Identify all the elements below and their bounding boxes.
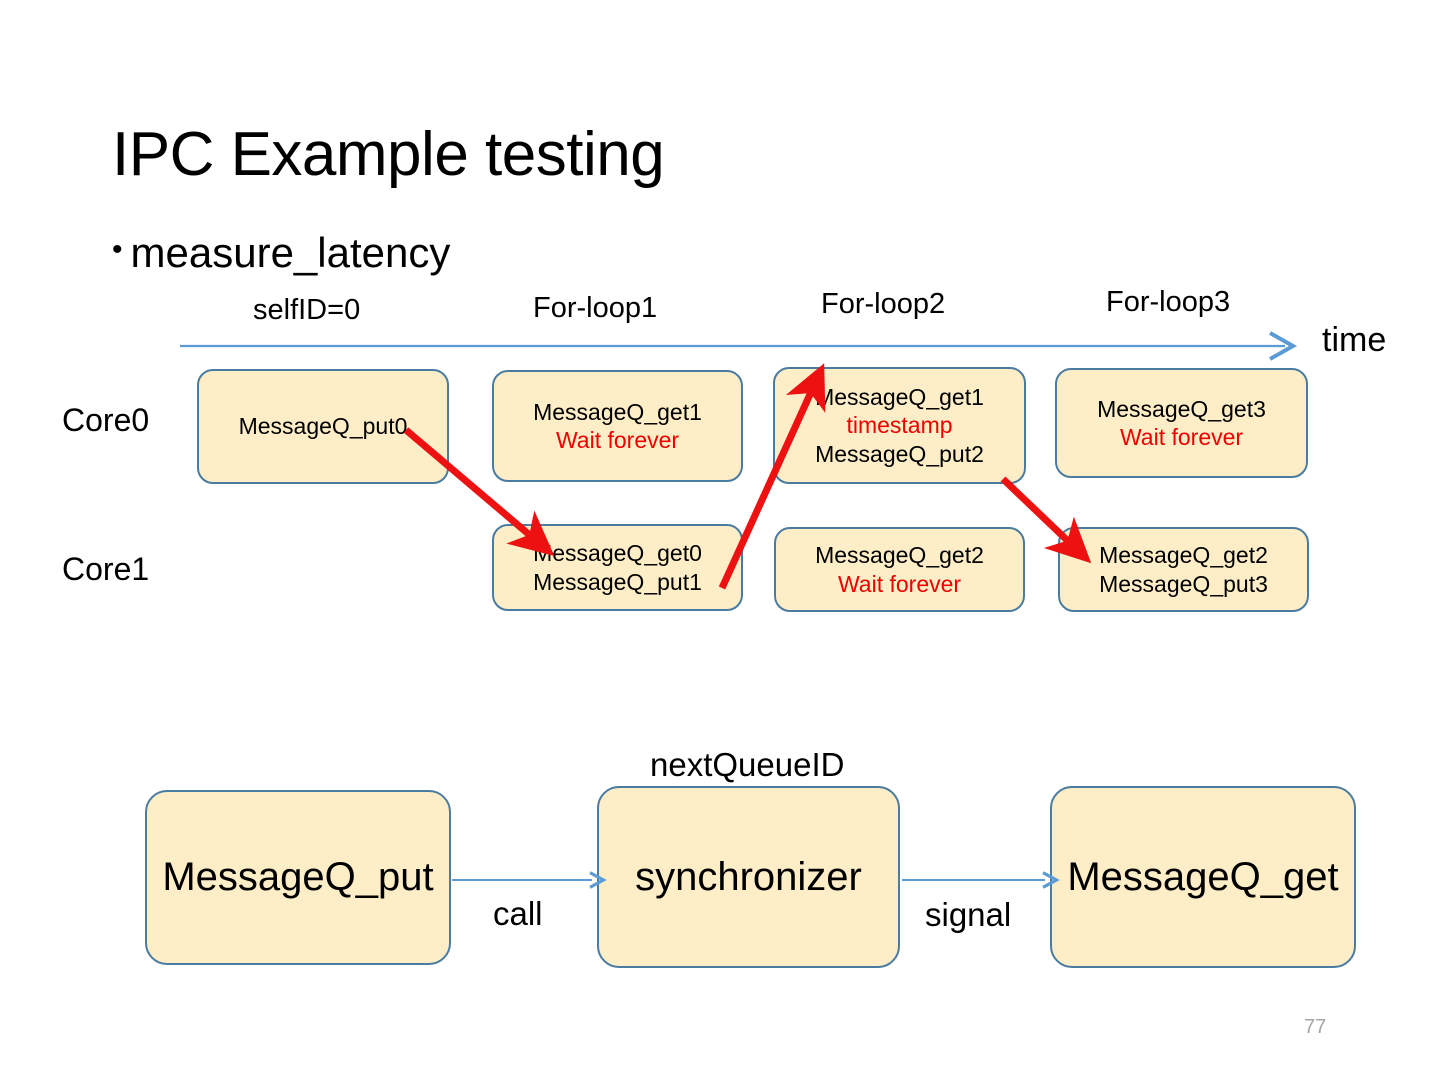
flow-connector-label-call: call — [493, 895, 543, 932]
flow-box-synchronizer[interactable]: synchronizer — [597, 786, 900, 968]
process-box-status: Wait forever — [555, 427, 680, 453]
bullet-item: • measure_latency — [112, 232, 450, 274]
process-box-call: MessageQ_get2 — [815, 542, 984, 569]
process-box-call: MessageQ_get3 — [1097, 395, 1266, 422]
flow-box-messageq-put[interactable]: MessageQ_put — [145, 790, 451, 965]
process-box-call: MessageQ_get0 — [533, 540, 702, 567]
timeline-phase-label-0: selfID=0 — [253, 294, 361, 326]
flow-connector-label-signal: signal — [925, 896, 1012, 933]
timeline-phase-label-3: For-loop3 — [1106, 286, 1231, 318]
process-box-call: MessageQ_put2 — [815, 440, 984, 467]
process-box-status: Wait forever — [1119, 424, 1244, 450]
process-box-status: Wait forever — [837, 570, 962, 597]
flow-title: nextQueueID — [650, 746, 845, 783]
process-box-call: MessageQ_put1 — [533, 568, 702, 595]
core-label-core0: Core0 — [62, 402, 150, 438]
process-box-status: timestamp — [846, 412, 953, 439]
process-box-call: MessageQ_get2 — [1099, 542, 1268, 569]
bullet-label: measure_latency — [130, 229, 451, 276]
timeline-arrowhead-icon — [1269, 331, 1298, 361]
timeline-phase-label-2: For-loop2 — [821, 288, 946, 320]
process-box[interactable]: MessageQ_put0 — [197, 369, 449, 484]
bullet-dot-icon: • — [112, 233, 123, 266]
process-box-call: MessageQ_put0 — [238, 413, 408, 440]
process-box-call: MessageQ_put3 — [1099, 570, 1268, 597]
timeline-axis — [180, 331, 1298, 361]
core-label-core1: Core1 — [62, 551, 150, 587]
page-number: 77 — [1304, 1016, 1327, 1038]
process-box-call: MessageQ_get1 — [815, 384, 984, 411]
timeline-axis-label: time — [1322, 321, 1387, 359]
page-title: IPC Example testing — [112, 120, 665, 189]
flow-box-messageq-get[interactable]: MessageQ_get — [1050, 786, 1356, 968]
process-box-call: MessageQ_get1 — [533, 398, 702, 425]
timeline-phase-label-1: For-loop1 — [533, 292, 658, 324]
